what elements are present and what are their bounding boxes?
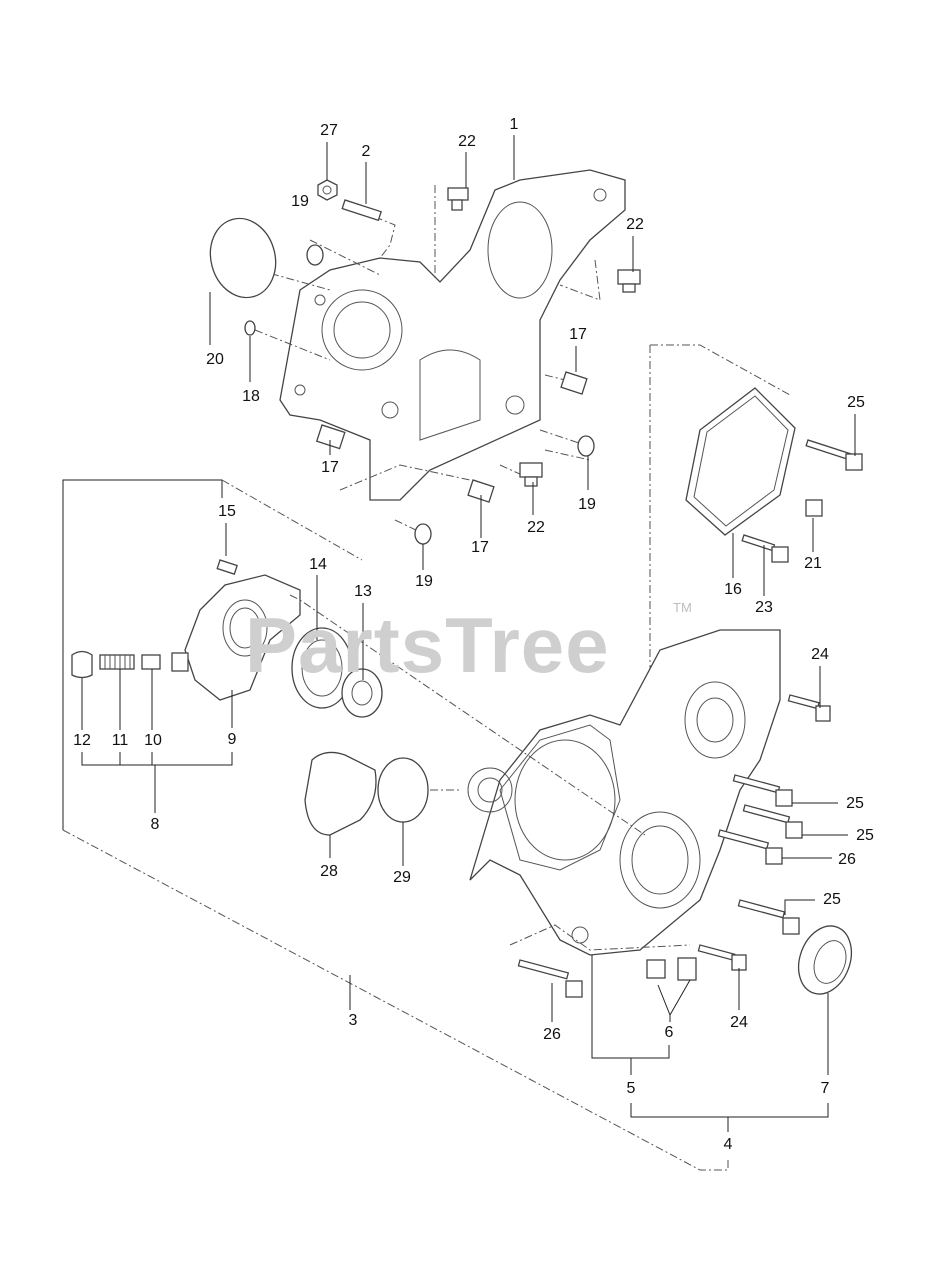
callout-16: 16 bbox=[724, 581, 742, 598]
lower-small-parts bbox=[289, 594, 853, 998]
gear-case-cover-upper bbox=[279, 169, 626, 501]
callout-10: 10 bbox=[144, 732, 162, 749]
bolt-25a bbox=[805, 439, 863, 471]
callout-17: 17 bbox=[471, 539, 489, 556]
callout-25: 25 bbox=[847, 394, 865, 411]
callout-20: 20 bbox=[206, 351, 224, 368]
callout-25: 25 bbox=[856, 827, 874, 844]
callout-14: 14 bbox=[309, 556, 327, 573]
callout-24: 24 bbox=[730, 1014, 748, 1031]
nut-27 bbox=[317, 179, 338, 201]
callout-8: 8 bbox=[150, 816, 160, 833]
plate-20 bbox=[209, 217, 277, 299]
callout-7: 7 bbox=[820, 1080, 830, 1097]
valve-10 bbox=[141, 654, 161, 670]
callout-19: 19 bbox=[578, 496, 596, 513]
cover-plate-16 bbox=[649, 344, 863, 800]
nut-21 bbox=[805, 499, 823, 517]
stud-2 bbox=[341, 199, 382, 222]
screw-15 bbox=[216, 559, 238, 575]
rotor-outer-14 bbox=[291, 627, 353, 709]
callout-19: 19 bbox=[415, 573, 433, 590]
callout-1: 1 bbox=[509, 116, 519, 133]
dowel-17b bbox=[315, 424, 346, 450]
watermark-text: PartsTree bbox=[245, 601, 610, 689]
bolt-25b bbox=[732, 774, 793, 807]
callout-18: 18 bbox=[242, 388, 260, 405]
callout-22: 22 bbox=[458, 133, 476, 150]
callout-6: 6 bbox=[664, 1024, 674, 1041]
callout-2: 2 bbox=[361, 143, 371, 160]
gear-case-lower bbox=[467, 629, 781, 956]
bolt-25d bbox=[737, 899, 800, 935]
callout-22: 22 bbox=[527, 519, 545, 536]
spring-11 bbox=[99, 654, 135, 670]
plug-6b bbox=[677, 957, 697, 981]
plug-19c bbox=[414, 523, 432, 545]
bolt-23 bbox=[741, 534, 789, 563]
bolt-22a bbox=[447, 187, 469, 211]
bolt-24a bbox=[787, 694, 831, 722]
callout-27: 27 bbox=[320, 122, 338, 139]
oil-pump-assembly bbox=[71, 559, 383, 718]
cap-28 bbox=[304, 751, 377, 836]
callout-26: 26 bbox=[838, 851, 856, 868]
callout-9: 9 bbox=[227, 731, 237, 748]
plug-19b bbox=[577, 435, 595, 457]
plate-29 bbox=[377, 757, 429, 823]
rotor-inner-13 bbox=[341, 668, 383, 718]
callout-29: 29 bbox=[393, 869, 411, 886]
plug-18 bbox=[244, 320, 256, 336]
bolt-22b bbox=[617, 269, 641, 293]
callout-15: 15 bbox=[218, 503, 236, 520]
callout-25: 25 bbox=[846, 795, 864, 812]
upper-small-parts bbox=[209, 179, 641, 545]
plug-12 bbox=[71, 650, 93, 679]
callout-17: 17 bbox=[569, 326, 587, 343]
callout-25: 25 bbox=[823, 891, 841, 908]
callout-12: 12 bbox=[73, 732, 91, 749]
callout-11: 11 bbox=[111, 732, 129, 749]
callout-26: 26 bbox=[543, 1026, 561, 1043]
callout-17: 17 bbox=[321, 459, 339, 476]
callout-23: 23 bbox=[755, 599, 773, 616]
callout-28: 28 bbox=[320, 863, 338, 880]
oil-seal-7 bbox=[797, 925, 853, 995]
callout-4: 4 bbox=[723, 1136, 733, 1153]
dowel-17a bbox=[560, 371, 588, 395]
callout-21: 21 bbox=[804, 555, 822, 572]
callout-24: 24 bbox=[811, 646, 829, 663]
watermark-trademark: TM bbox=[673, 600, 692, 615]
dowel-17c bbox=[467, 479, 495, 503]
callout-22: 22 bbox=[626, 216, 644, 233]
callout-19: 19 bbox=[291, 193, 309, 210]
plug-19a bbox=[306, 244, 324, 266]
bolt-22c bbox=[519, 462, 543, 487]
bolt-26b bbox=[517, 959, 583, 998]
leader-lines bbox=[62, 135, 856, 1171]
callout-5: 5 bbox=[626, 1080, 636, 1097]
plug-6a bbox=[646, 959, 666, 979]
bolt-25c bbox=[742, 804, 803, 839]
callout-13: 13 bbox=[354, 583, 372, 600]
bolt-24b bbox=[697, 944, 747, 971]
callout-3: 3 bbox=[348, 1012, 358, 1029]
bolt-26a bbox=[717, 829, 783, 865]
